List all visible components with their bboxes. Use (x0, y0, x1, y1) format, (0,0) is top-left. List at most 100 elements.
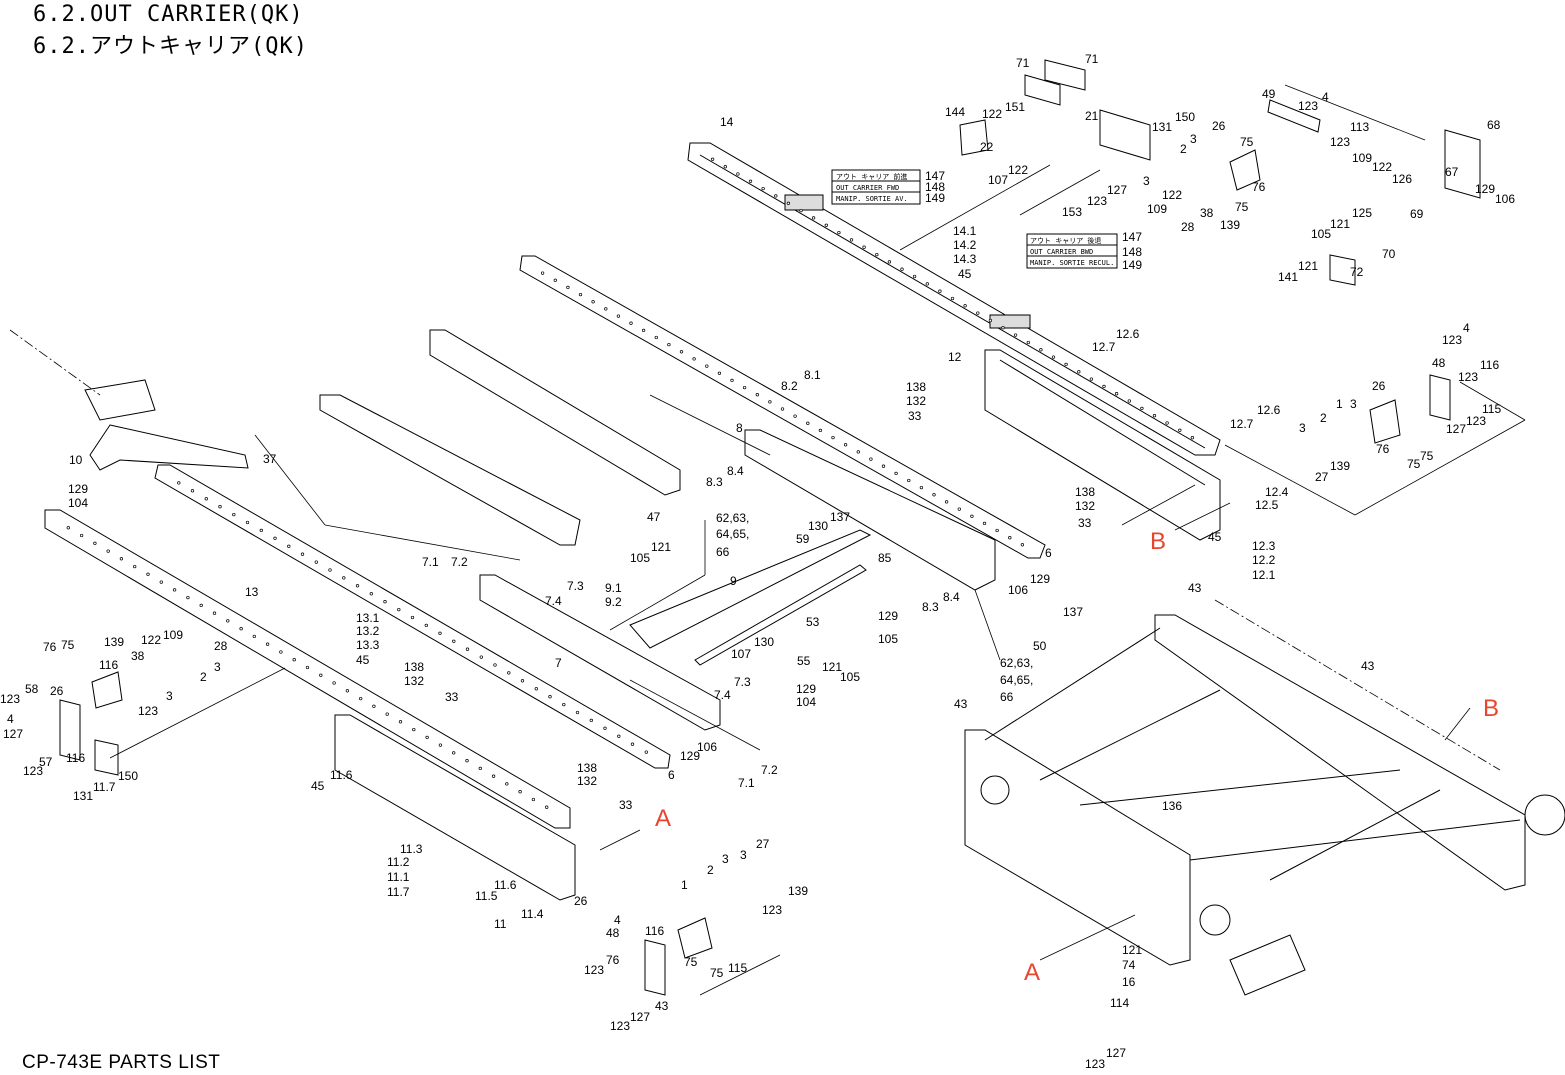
cylinder-group-right-top (1229, 99, 1481, 286)
part-number-label: 3 (1190, 132, 1197, 146)
part-number-label: 109 (1352, 151, 1372, 165)
part-number-label: 11.5 (475, 889, 498, 903)
part-number-label: 75 (1240, 135, 1254, 149)
rail-hole (245, 520, 250, 525)
part-number-label: 11.3 (400, 842, 423, 856)
part-number-label: 74 (1122, 958, 1136, 972)
part-number-label: 9.2 (605, 595, 622, 609)
cylinder-group-left (59, 671, 123, 776)
part-number-label: 113 (1350, 120, 1369, 134)
cylinder-group-bottom (644, 917, 713, 996)
part-number-label: 71 (1016, 56, 1030, 70)
part-number-label: 1 (1336, 397, 1343, 411)
rail-hole (177, 481, 181, 485)
part-number-label: 62,63, (1000, 656, 1033, 670)
part-number-label: 3 (214, 660, 221, 674)
rail-hole (1114, 392, 1119, 396)
rail-hole (383, 600, 387, 604)
rail-hole (385, 712, 389, 716)
rail-hole (976, 311, 980, 315)
part-number-label: 129 (1030, 572, 1050, 586)
part-number-label: 12.2 (1252, 553, 1276, 567)
part-number-label: 71 (1085, 52, 1099, 66)
rail-hole (190, 489, 195, 493)
part-number-label: 75 (61, 638, 75, 652)
part-number-label: 4 (1322, 90, 1329, 104)
part-number-label: 67 (1445, 165, 1459, 179)
part-number-label: 85 (878, 551, 892, 565)
part-number-label: 26 (50, 684, 64, 698)
rail-hole (919, 485, 924, 490)
rail-hole (159, 580, 163, 584)
part-number-label: 7.3 (567, 579, 584, 593)
rail-hole (723, 165, 727, 169)
part-number-label: 64,65, (716, 527, 749, 541)
rail-hole (79, 533, 84, 538)
rail-hole (1127, 399, 1131, 403)
part-number-label: 138 (1075, 485, 1095, 499)
rail-hole (944, 500, 949, 504)
part-number-label: 123 (1087, 194, 1107, 208)
cylinder-group-right-mid (1369, 374, 1451, 444)
rail-hole (604, 307, 608, 311)
part-number-label: 11 (494, 917, 507, 931)
rail-hole (1190, 436, 1195, 440)
part-number-label: 7.1 (738, 776, 755, 790)
part-number-label: 11.2 (387, 855, 410, 869)
part-number-label: 75 (1407, 457, 1421, 471)
rail-hole (226, 619, 230, 623)
label-bwd-fr: MANIP. SORTIE RECUL. (1030, 259, 1114, 267)
rail-hole (531, 797, 536, 802)
part-number-label: 144 (945, 105, 965, 119)
part-number-label: 45 (958, 267, 972, 281)
rail-hole (849, 238, 854, 242)
part-number-label: 132 (1075, 499, 1095, 513)
callout-a-2: A (1024, 959, 1040, 986)
part-number-label: 8.4 (943, 590, 960, 604)
part-number-label: 8.3 (706, 475, 723, 489)
part-number-label: 122 (1162, 188, 1182, 202)
part-number-label: 11.6 (494, 878, 517, 892)
part-number-label: 8 (736, 421, 743, 435)
footer-document-id: CP-743E PARTS LIST (22, 1052, 221, 1073)
part-number-label: 129 (68, 482, 88, 496)
rail-hole (1077, 370, 1081, 374)
rail-hole (212, 611, 217, 615)
part-number-label: 123 (610, 1019, 630, 1033)
frame-assembly (964, 599, 1565, 996)
rail-hole (66, 526, 70, 530)
part-number-label: 149 (925, 191, 945, 205)
callouts: A A B B (655, 528, 1499, 986)
part-number-label: 3 (166, 689, 173, 703)
rail-hole (1152, 414, 1157, 418)
part-number-label: 139 (1220, 218, 1240, 232)
rail-hole (465, 647, 470, 651)
part-number-label: 58 (25, 682, 39, 696)
part-number-label: 14.3 (953, 252, 977, 266)
rail-hole (319, 673, 323, 677)
part-number-label: 75 (1420, 449, 1434, 463)
comb-frame (319, 329, 681, 546)
part-number-label: 121 (1330, 217, 1350, 231)
part-number-label: 129 (680, 749, 700, 763)
part-number-label: 1 (681, 878, 688, 892)
part-number-label: 59 (796, 532, 810, 546)
part-number-label: 37 (263, 452, 277, 466)
rail-hole (300, 552, 305, 556)
rail-hole (730, 378, 734, 383)
rail-hole (1165, 421, 1169, 425)
part-number-label: 2 (200, 670, 207, 684)
part-number-label: 33 (445, 690, 459, 704)
rail-hole (342, 576, 346, 580)
rail-hole (186, 595, 190, 600)
part-number-label: 48 (1432, 356, 1446, 370)
part-number-label: 76 (1252, 180, 1266, 194)
rail-hole (410, 615, 415, 620)
rail-hole (748, 179, 753, 183)
rail-hole (644, 750, 648, 754)
rail-hole (629, 321, 633, 325)
plate-11 (334, 714, 576, 901)
part-number-label: 127 (1107, 183, 1127, 197)
rail-hole (534, 687, 538, 691)
